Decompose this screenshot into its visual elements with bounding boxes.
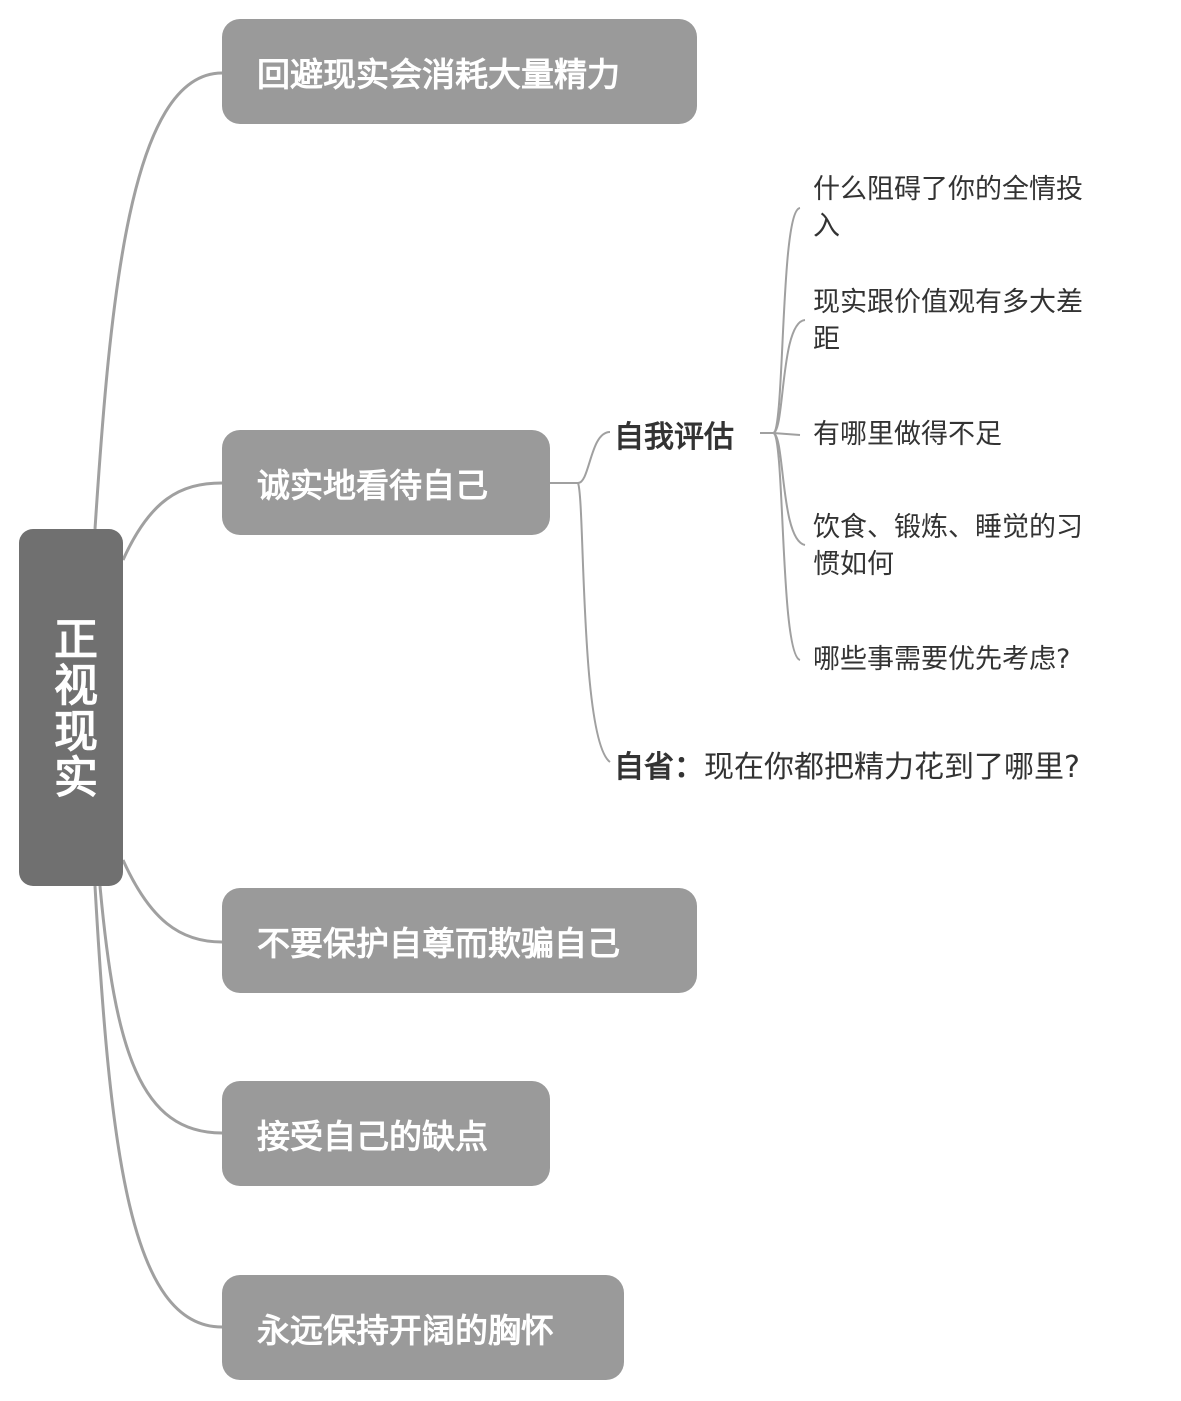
introspection-node[interactable]: 自省：现在你都把精力花到了哪里? — [614, 742, 1080, 786]
branch-no-self-deception[interactable]: 不要保护自尊而欺骗自己 — [222, 888, 697, 993]
leaf-item[interactable]: 饮食、锻炼、睡觉的习惯如何 — [813, 512, 1083, 580]
branch-accept-flaws[interactable]: 接受自己的缺点 — [222, 1081, 550, 1186]
introspection-text: 现在你都把精力花到了哪里? — [704, 750, 1080, 785]
root-label: 正视现实 — [46, 615, 97, 800]
leaf-item[interactable]: 有哪里做得不足 — [813, 419, 1002, 450]
introspection-label: 自省： — [614, 750, 704, 785]
leaf-item[interactable]: 现实跟价值观有多大差距 — [813, 287, 1083, 355]
leaf-item[interactable]: 哪些事需要优先考虑? — [813, 644, 1071, 675]
self-assessment-node[interactable]: 自我评估 — [614, 420, 734, 455]
leaf-item[interactable]: 什么阻碍了你的全情投入 — [813, 174, 1083, 242]
branch-open-mind[interactable]: 永远保持开阔的胸怀 — [222, 1275, 624, 1380]
branch-honest-self[interactable]: 诚实地看待自己 — [222, 430, 550, 535]
root-node[interactable]: 正视现实 — [19, 529, 123, 886]
branch-avoid-reality[interactable]: 回避现实会消耗大量精力 — [222, 19, 697, 124]
